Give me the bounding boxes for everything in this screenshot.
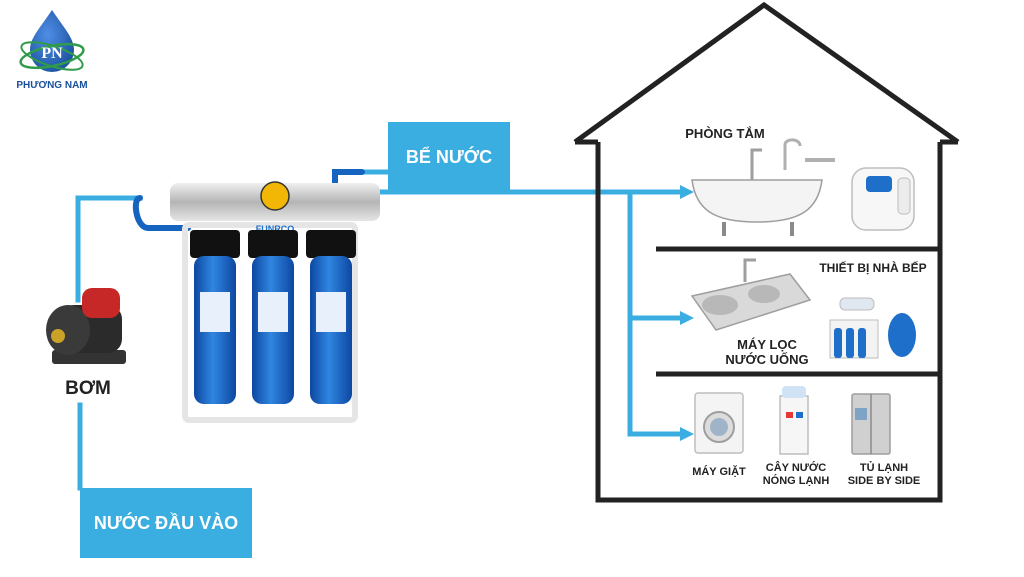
- filter-badge: [260, 181, 290, 211]
- arrow-laundry: [680, 427, 694, 441]
- hose-inlet: [132, 195, 191, 231]
- house-walls: [595, 142, 943, 503]
- bathroom-label: PHÒNG TẮM: [685, 126, 765, 141]
- fridge-label-line2: SIDE BY SIDE: [847, 474, 921, 487]
- hose-outlet: [332, 169, 365, 188]
- hose-connectors: [132, 169, 365, 231]
- housing-cap: [190, 230, 240, 258]
- bathtub-icon: [691, 138, 835, 236]
- purifier-label: MÁY LỌC NƯỚC UỐNG: [712, 337, 822, 368]
- washing-machine-icon: [694, 392, 744, 454]
- pump-label: BƠM: [65, 378, 111, 399]
- pipe-tank-to-house: [379, 189, 683, 437]
- dispenser-label: CÂY NƯỚC NÓNG LẠNH: [758, 462, 834, 487]
- housing-cap: [248, 230, 298, 258]
- pump-pressure-tank: [82, 288, 120, 318]
- water-heater-icon: [851, 167, 915, 231]
- filter-frame: [182, 222, 358, 423]
- tank-box: BỂ NƯỚC: [388, 122, 510, 192]
- logo-name: PHƯƠNG NAM: [16, 80, 88, 91]
- ro-purifier-icon: [829, 297, 916, 359]
- house: [573, 1, 960, 503]
- filter-housing: [248, 230, 298, 404]
- pipe-pump-to-filter: [75, 195, 143, 303]
- orbit-ring: [20, 41, 84, 71]
- filter-system: FUNRCO: [170, 181, 380, 423]
- water-drop-icon: [30, 10, 74, 72]
- housing-label: [258, 292, 288, 332]
- filter-housing: [306, 230, 356, 404]
- filter-housing: [190, 230, 240, 404]
- purifier-label-line2: NƯỚC UỐNG: [725, 351, 809, 367]
- housing-label: [316, 292, 346, 332]
- house-roof: [573, 1, 960, 145]
- logo: PN: [19, 10, 85, 72]
- dispenser-label-line2: NÓNG LẠNH: [762, 474, 830, 487]
- arrow-kitchen: [680, 311, 694, 325]
- filter-brand-label: FUNRCO: [256, 224, 295, 234]
- washer-label: MÁY GIẶT: [692, 466, 746, 478]
- fridge-label: TỦ LẠNH SIDE BY SIDE: [836, 462, 932, 487]
- kitchen-sink-icon: [690, 258, 812, 331]
- pipes: [75, 169, 683, 491]
- fridge-label-line1: TỦ LẠNH: [859, 462, 909, 474]
- fridge-icon: [851, 393, 891, 455]
- water-dispenser-icon: [779, 386, 809, 455]
- pump: [46, 288, 126, 364]
- arrow-bathroom: [680, 185, 694, 199]
- dispenser-label-line1: CÂY NƯỚC: [765, 462, 827, 474]
- pipe-arrows: [680, 185, 694, 441]
- housing-cap: [306, 230, 356, 258]
- purifier-label-line1: MÁY LỌC: [737, 337, 797, 352]
- pump-brass-fitting: [51, 329, 65, 343]
- logo-initials: PN: [41, 45, 63, 62]
- kitchen-label: THIẾT BỊ NHÀ BẾP: [819, 261, 927, 275]
- orbit-ring: [19, 42, 85, 70]
- housing-label: [200, 292, 230, 332]
- input-water-box: NƯỚC ĐẦU VÀO: [80, 488, 252, 558]
